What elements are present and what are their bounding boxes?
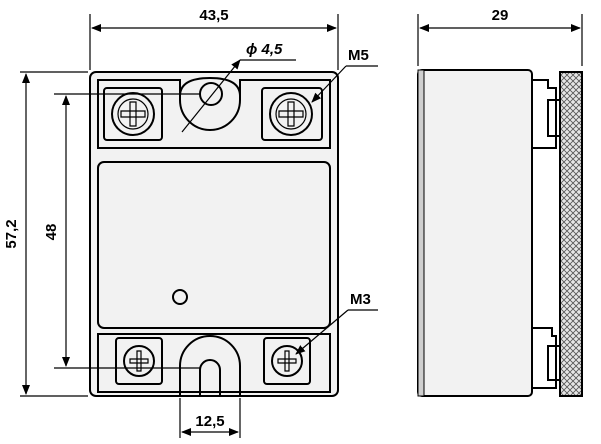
thread-m3-label: M3 <box>350 291 371 308</box>
relay-body <box>89 71 339 397</box>
side-view <box>417 69 583 397</box>
slot-label: 12,5 <box>195 413 224 430</box>
thread-m5-label: M5 <box>348 47 369 64</box>
screw-top-right <box>261 87 323 141</box>
height-label: 57,2 <box>3 219 20 248</box>
bottom-terminal-block <box>97 333 331 393</box>
label-panel <box>97 161 331 329</box>
hole-label: ϕ 4,5 <box>246 41 283 58</box>
dimension-lines <box>20 14 583 438</box>
front-view <box>89 71 339 397</box>
width-label: 43,5 <box>199 7 228 24</box>
heatsink <box>559 71 583 397</box>
pitch-label: 48 <box>43 224 60 241</box>
depth-label: 29 <box>492 7 509 24</box>
side-terminal-top <box>531 79 561 149</box>
led-indicator <box>172 289 188 305</box>
side-body <box>417 69 533 397</box>
mounting-hole-top <box>179 84 241 131</box>
screw-bottom-left <box>115 337 163 385</box>
mounting-slot-bottom <box>179 335 241 396</box>
screw-bottom-right <box>263 337 311 385</box>
side-terminal-bottom <box>531 327 561 389</box>
slot-inner <box>199 359 221 396</box>
side-face-left <box>417 69 425 397</box>
screw-top-left <box>103 87 163 141</box>
